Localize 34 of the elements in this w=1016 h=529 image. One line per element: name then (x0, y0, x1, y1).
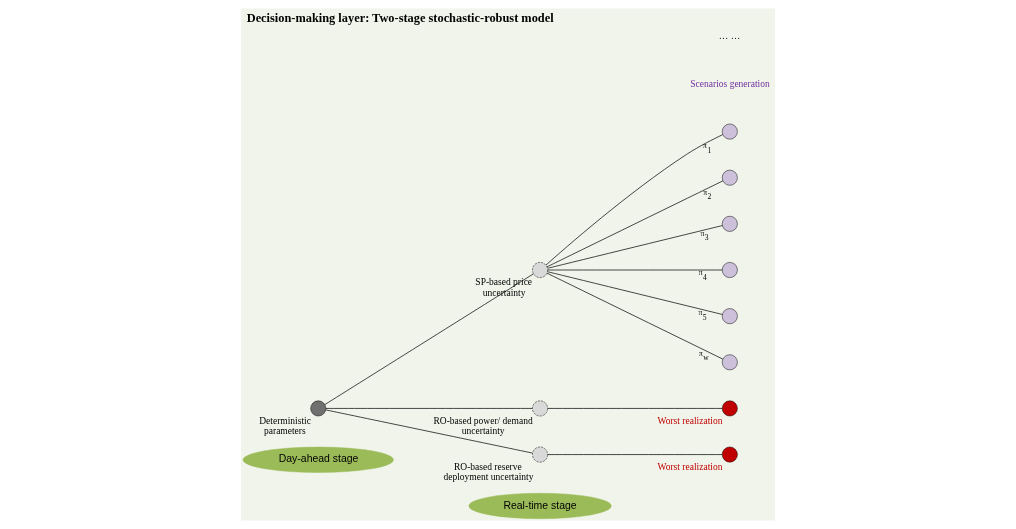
node-circle (721, 400, 738, 417)
node-label: Deterministic parameters (259, 415, 311, 437)
node-ellipse: Day-ahead stage (242, 446, 394, 473)
node-circle (721, 123, 738, 140)
diagram-title: Decision-making layer: Two-stage stochastic-robust model (246, 10, 554, 25)
connector (547, 408, 723, 409)
label: Scenarios generation (690, 78, 770, 89)
connector (547, 454, 723, 455)
node-circle (532, 446, 548, 463)
connector (547, 271, 723, 315)
node-circle (721, 169, 738, 186)
node-circle (532, 400, 548, 417)
node-circle (721, 308, 738, 324)
connector (546, 180, 724, 268)
node-circle (532, 262, 548, 278)
node-label: SP-based price uncertainty (475, 277, 533, 298)
connector (547, 269, 723, 271)
connector (545, 134, 724, 266)
node-label: RO-based reserve deployment uncertainty (443, 461, 534, 483)
node-circle (721, 446, 738, 463)
node-ellipse: Real-time stage (468, 493, 612, 519)
connector (546, 272, 724, 360)
node-label: Worst realization (657, 461, 723, 472)
node-label: Worst realization (657, 415, 723, 426)
node-circle (721, 216, 738, 232)
node-circle (721, 262, 738, 278)
node-circle (310, 400, 327, 417)
label: … … (718, 30, 741, 41)
connector (547, 225, 723, 269)
connector (324, 273, 534, 405)
node-circle (721, 354, 738, 371)
node-label: RO-based power/ demand uncertainty (433, 415, 533, 437)
connector (325, 408, 533, 409)
connector (325, 409, 533, 454)
